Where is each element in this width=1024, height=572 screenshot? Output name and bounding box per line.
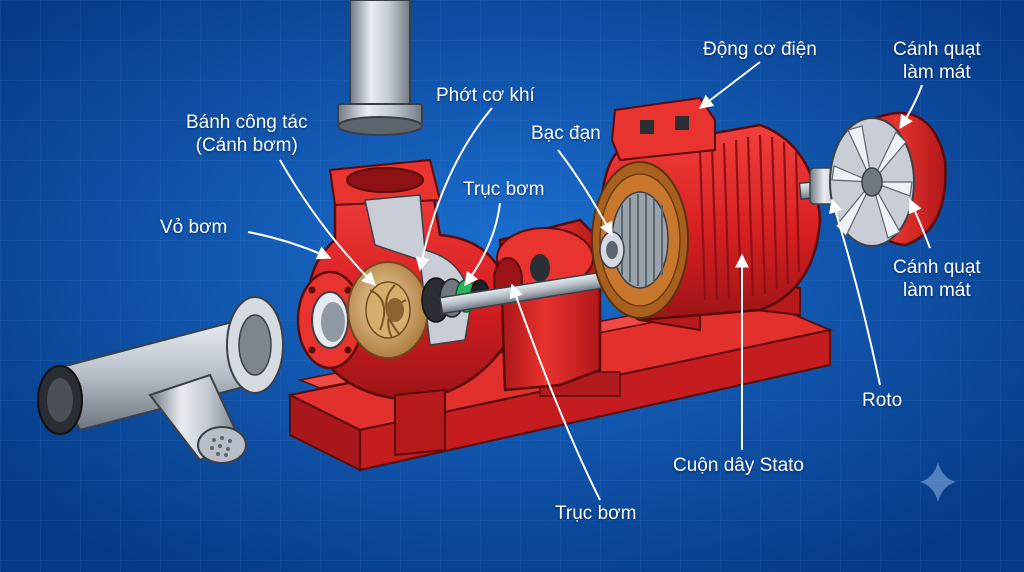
leader-bearing [557, 149, 613, 237]
leader-impeller [279, 159, 376, 286]
electric-motor [591, 96, 822, 332]
leader-volute [247, 231, 332, 260]
label-shaft-lower: Trục bơm [555, 503, 637, 524]
label-stator: Cuộn dây Stato [673, 455, 804, 476]
leader-motor [698, 61, 761, 109]
label-mech-seal: Phớt cơ khí [436, 85, 535, 106]
leader-shaft-lower [509, 283, 601, 501]
label-rotor: Roto [862, 390, 903, 411]
leader-rotor [829, 198, 881, 386]
leader-lines [247, 61, 931, 501]
leader-shaft-upper [464, 202, 501, 287]
leader-mech-seal [415, 107, 493, 272]
label-impeller: Bánh công tác(Cánh bơm) [186, 112, 308, 156]
discharge-pipe [337, 0, 423, 136]
bearing-pedestal [493, 218, 602, 392]
leader-fan-bottom [908, 198, 931, 249]
cooling-fan [829, 111, 947, 247]
leader-fan-top [899, 84, 923, 130]
sparkle-icon [920, 462, 956, 502]
suction-strainer-pipe [37, 296, 284, 464]
label-motor: Động cơ điện [703, 39, 817, 60]
label-volute: Vỏ bơm [160, 217, 228, 238]
impeller [347, 261, 429, 359]
label-bearing: Bạc đạn [531, 123, 601, 144]
label-shaft-upper: Trục bơm [463, 179, 545, 200]
